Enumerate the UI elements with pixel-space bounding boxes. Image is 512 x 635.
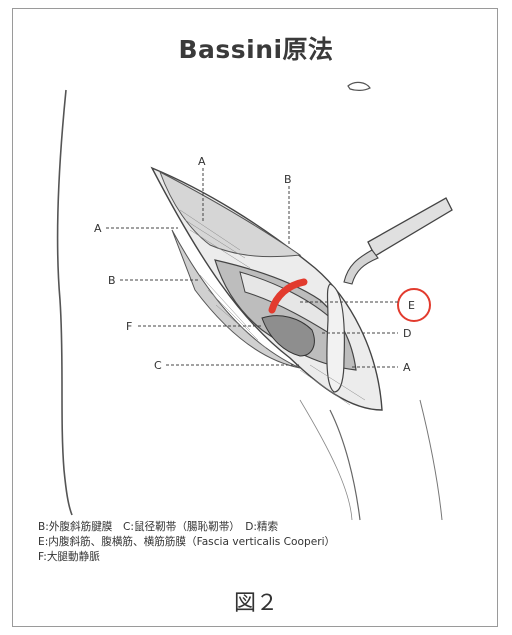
thigh-contour-2 [420,400,442,520]
aponeurosis-flap-upper [160,172,300,257]
umbilicus-mark [348,82,370,90]
legend-line-3: F:大腿動静脈 [38,550,478,565]
label-a-top: A [198,155,206,168]
figure-number: 図２ [0,585,512,617]
body-contour-left [58,90,72,515]
legend: B:外腹斜筋腱膜 C:鼠径靭帯（腸恥靭帯） D:精索 E:内腹斜筋、腹横筋、横筋… [38,520,478,565]
label-c: C [154,359,162,372]
label-e: E [408,299,415,312]
label-b-top: B [284,173,292,186]
retractor-shaft [344,250,378,284]
label-b-left: B [108,274,116,287]
legend-line-2: E:内腹斜筋、腹横筋、横筋筋膜（Fascia verticalis Cooper… [38,535,478,550]
thigh-contour [330,410,360,520]
thigh-contour-3 [300,400,352,520]
label-a-left: A [94,222,102,235]
label-a-right: A [403,361,411,374]
retractor-handle [368,198,452,256]
label-f: F [126,320,132,333]
label-d: D [403,327,411,340]
legend-line-1: B:外腹斜筋腱膜 C:鼠径靭帯（腸恥靭帯） D:精索 [38,520,478,535]
